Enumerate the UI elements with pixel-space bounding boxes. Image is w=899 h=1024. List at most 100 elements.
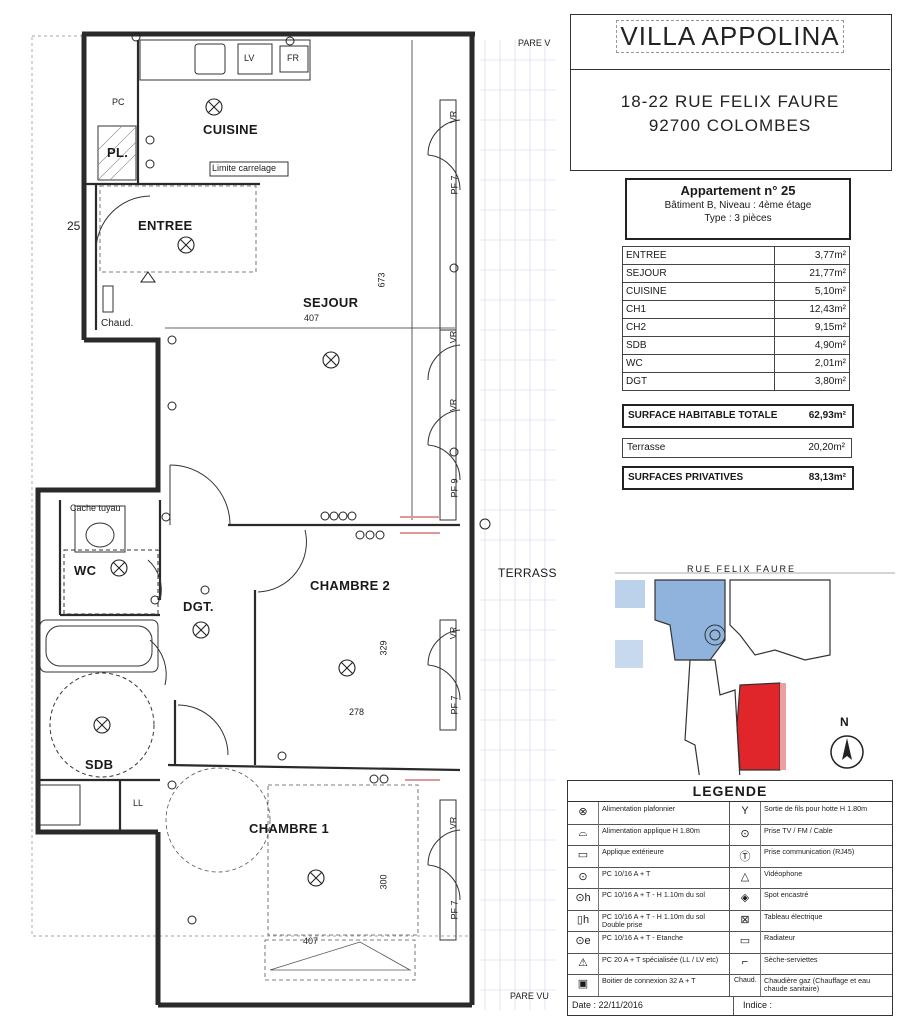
legend-row: ⚠PC 20 A + T spécialisée (LL / LV etc)⌐S… (568, 952, 892, 975)
room-cell: SEJOUR (622, 264, 775, 283)
dedicated-socket-icon: ⚠ (578, 956, 588, 969)
north-label: N (840, 715, 849, 729)
habitable-total-label: SURFACE HABITABLE TOTALE (628, 410, 778, 421)
room-label-sdb: SDB (85, 757, 114, 772)
area-cell: 3,80m² (774, 372, 850, 391)
footer-divider (733, 997, 734, 1015)
site-plan-drawing (615, 572, 895, 781)
sejour-dim-lines (165, 40, 455, 520)
room-label-dgt: DGT. (183, 599, 214, 614)
legend-divider (729, 909, 730, 931)
legend-title: LEGENDE (568, 781, 892, 802)
grid-paper (480, 40, 556, 1010)
socket-icon: ⊙ (578, 870, 588, 883)
legend-row: ▯h PC 10/16 A + T - H 1.10m du sol Double… (568, 909, 892, 932)
legend-text: Vidéophone (764, 868, 803, 878)
legend-divider (760, 888, 761, 910)
legend-text: PC 20 A + T spécialisée (LL / LV etc) (602, 954, 719, 964)
room-label-terrasse: TERRASS (498, 566, 557, 580)
room-cell: CH1 (622, 300, 775, 319)
terrace-value: 20,20m² (808, 442, 845, 453)
legend-divider (598, 909, 599, 931)
storage-closet (97, 125, 137, 181)
ch1-width-dim: 407 (303, 936, 319, 946)
waterproof-socket-icon: ⊙e (575, 935, 591, 947)
legend-divider (760, 952, 761, 974)
legend-divider (760, 909, 761, 931)
chaud-label: Chaud. (101, 318, 134, 329)
apartment-title: Appartement n° 25 (680, 183, 796, 198)
legend-divider (729, 845, 730, 867)
pf9-label: PF 9 (449, 478, 460, 498)
sejour-depth-dim: 673 (376, 272, 387, 288)
vr-label-b: VR (448, 330, 459, 344)
project-title-block (570, 14, 892, 171)
legend-divider (760, 845, 761, 867)
legend-row: ⊙ PC 10/16 A + T △ Vidéophone (568, 866, 892, 889)
apartment-info: Appartement n° 25 Bâtiment B, Niveau : 4… (625, 178, 851, 240)
private-total-row: SURFACES PRIVATIVES 83,13m² (622, 466, 854, 490)
socket-icons (131, 32, 491, 925)
terrace-label: Terrasse (627, 442, 666, 453)
vr-label-c: VR (448, 626, 459, 640)
legend-text: Tableau électrique (764, 911, 823, 921)
terrace-row: Terrasse 20,20m² (622, 438, 852, 458)
bathroom-fixtures (39, 505, 159, 826)
room-label-pl: PL. (107, 145, 129, 160)
legend-divider (598, 823, 599, 845)
cache-tuyau-label: Cache tuyau (70, 503, 121, 513)
interior-walls (38, 40, 461, 830)
apartment-highlight (736, 682, 781, 771)
electrical-panel-icon: ⊠ (740, 913, 750, 926)
pf7-label-a: PF 7 (449, 175, 460, 195)
floor-plan-drawing (31, 31, 556, 1010)
radiator-icons (400, 516, 440, 781)
legend-divider (598, 931, 599, 953)
legend-divider (598, 974, 599, 996)
vr-label-a: VR (448, 110, 459, 124)
pare-vue-top-label: PARE V (518, 38, 551, 48)
legend-divider (598, 866, 599, 888)
ch1-depth-dim: 300 (378, 874, 389, 890)
ceiling-light-icon: ⊗ (578, 806, 588, 818)
project-name-row: VILLA APPOLINA (570, 14, 890, 70)
room-label-cuisine: CUISINE (203, 122, 258, 137)
electrical-panel-icon (102, 271, 156, 313)
hood-wire-icon: Y (741, 805, 749, 817)
plan-date: Date : 22/11/2016 (572, 1000, 643, 1010)
room-label-sejour: SEJOUR (303, 295, 359, 310)
apartment-type: Type : 3 pièces (704, 213, 772, 224)
area-cell: 12,43m² (774, 300, 850, 319)
facade-windows (427, 99, 461, 941)
legend-divider (729, 952, 730, 974)
room-cell: WC (622, 354, 775, 373)
legend-text: Radiateur (764, 933, 796, 942)
double-socket-icon: ▯h (576, 913, 590, 926)
legend-divider (729, 974, 730, 996)
recessed-spot-icon: ◈ (740, 892, 750, 904)
area-cell: 2,01m² (774, 354, 850, 373)
entry-door (95, 195, 151, 251)
legend-text: Spot encastré (764, 890, 809, 899)
exterior-walls (35, 31, 475, 1008)
room-cell: DGT (622, 372, 775, 391)
rj45-socket-icon: Ⓣ (739, 851, 751, 863)
junction-box-icon: ▣ (577, 978, 589, 990)
videophone-icon: △ (740, 870, 750, 883)
pf7-label-b: PF 7 (449, 695, 460, 715)
legend-text: PC 10/16 A + T (602, 868, 651, 878)
room-cell: CUISINE (622, 282, 775, 301)
socket-high-icon: ⊙h (575, 892, 591, 904)
legend-text: PC 10/16 A + T - H 1.10m du sol Double p… (602, 911, 706, 929)
ceiling-light-icons (93, 98, 356, 887)
